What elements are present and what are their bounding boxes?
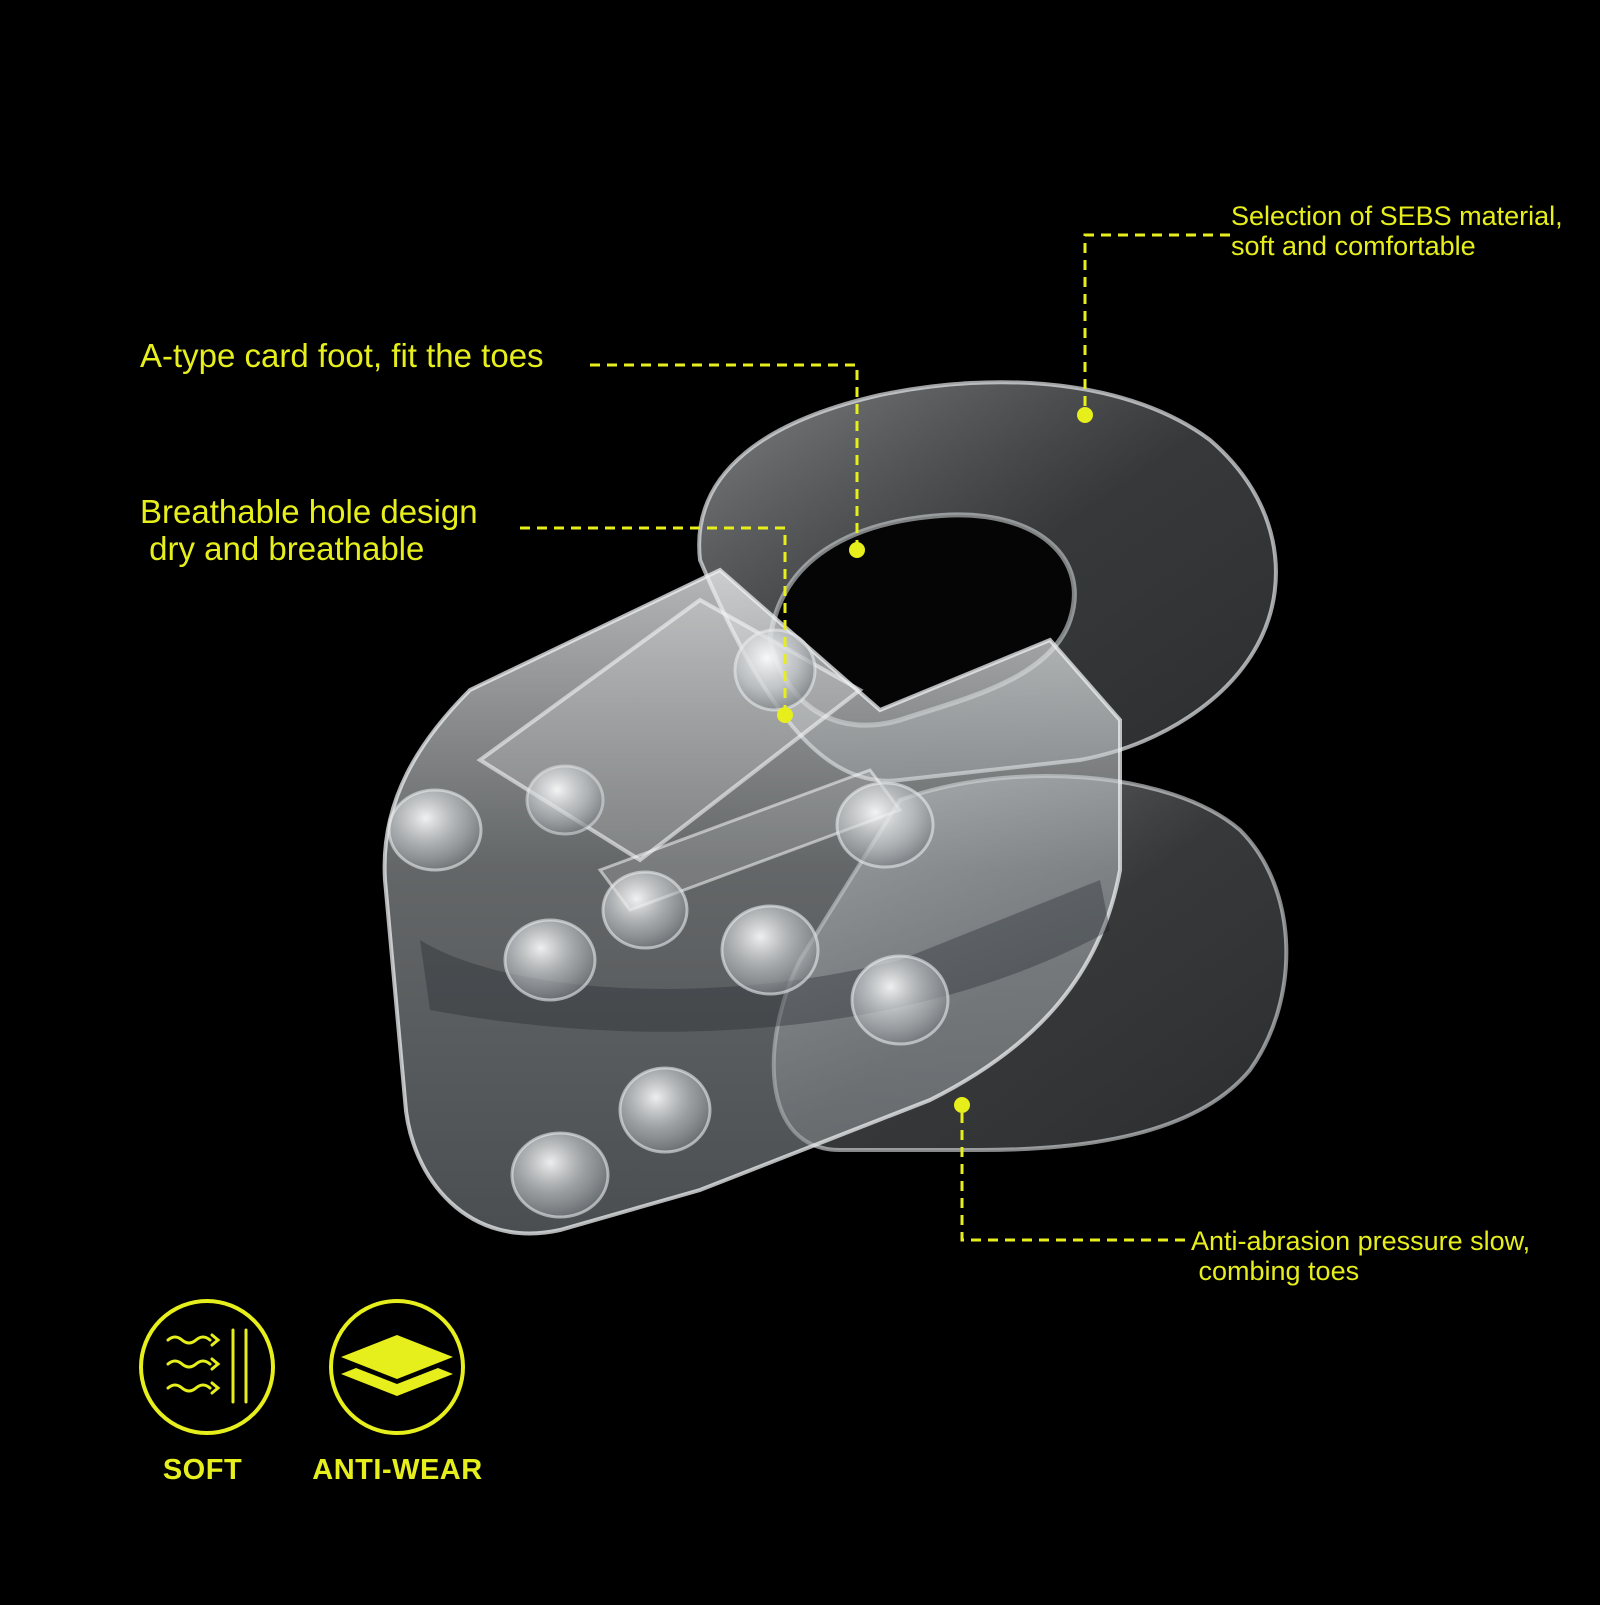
callout-sebs-line-2: soft and comfortable — [1231, 231, 1476, 262]
callout-anti-line-1: Anti-abrasion pressure slow, — [1191, 1226, 1531, 1256]
dot-breathable — [777, 707, 793, 723]
badge-anti-wear-label: ANTI-WEAR — [312, 1454, 483, 1486]
leader-line-anti-abrasion — [960, 1105, 1185, 1242]
layers-icon — [329, 1299, 465, 1435]
dot-sebs — [1077, 407, 1093, 423]
callout-sebs-line-1: Selection of SEBS material, — [1231, 201, 1563, 231]
callout-breathable-hole: Breathable hole design dry and breathabl… — [140, 493, 478, 568]
callout-breathable-line-1: Breathable hole design — [140, 493, 478, 530]
soft-waves-icon — [139, 1299, 275, 1435]
callout-breathable-line-2: dry and breathable — [140, 529, 425, 567]
leader-line-a-type — [590, 363, 859, 550]
leader-line-breathable — [520, 526, 787, 715]
massage-bumps — [387, 628, 950, 1219]
callout-anti-line-2: combing toes — [1191, 1256, 1360, 1287]
callout-sebs-material: Selection of SEBS material, soft and com… — [1231, 201, 1563, 261]
callout-a-type-line-1: A-type card foot, fit the toes — [140, 337, 544, 374]
dot-a-type — [849, 542, 865, 558]
leader-line-sebs — [1083, 233, 1230, 415]
callout-a-type-card-foot: A-type card foot, fit the toes — [140, 337, 544, 375]
badge-soft-label: SOFT — [162, 1454, 243, 1486]
dot-anti-abrasion — [954, 1097, 970, 1113]
callout-anti-abrasion: Anti-abrasion pressure slow, combing toe… — [1191, 1226, 1530, 1286]
